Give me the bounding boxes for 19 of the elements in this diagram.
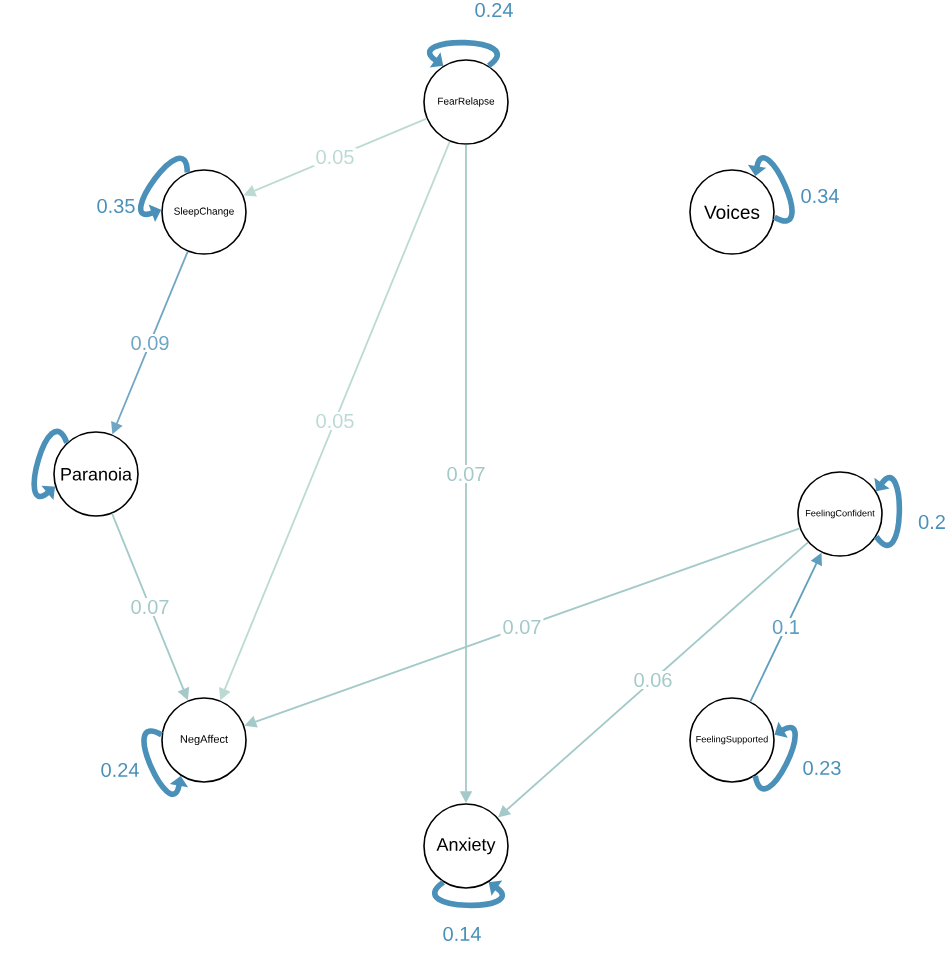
edge-label: 0.34 bbox=[801, 188, 839, 204]
edge-label: 0.14 bbox=[443, 926, 481, 942]
edge-label: 0.23 bbox=[803, 760, 841, 776]
arrow bbox=[427, 39, 500, 68]
edge-label: 0.05 bbox=[313, 411, 357, 431]
edge-label: 0.07 bbox=[128, 597, 172, 617]
edge-label: 0.1 bbox=[770, 617, 802, 637]
arrow bbox=[432, 880, 505, 909]
edge-label: 0.07 bbox=[500, 617, 544, 637]
edge-label: 0.07 bbox=[444, 464, 488, 484]
edge-label: 0.06 bbox=[631, 670, 675, 690]
edge-label: 0.24 bbox=[475, 2, 513, 18]
edge-label: 0.24 bbox=[101, 762, 139, 778]
edge-label: 0.05 bbox=[313, 147, 357, 167]
arrow bbox=[498, 541, 809, 818]
edge-label: 0.09 bbox=[128, 333, 172, 353]
edge-label: 0.2 bbox=[918, 514, 945, 530]
arrow bbox=[874, 475, 903, 548]
edge-label: 0.35 bbox=[97, 198, 135, 214]
